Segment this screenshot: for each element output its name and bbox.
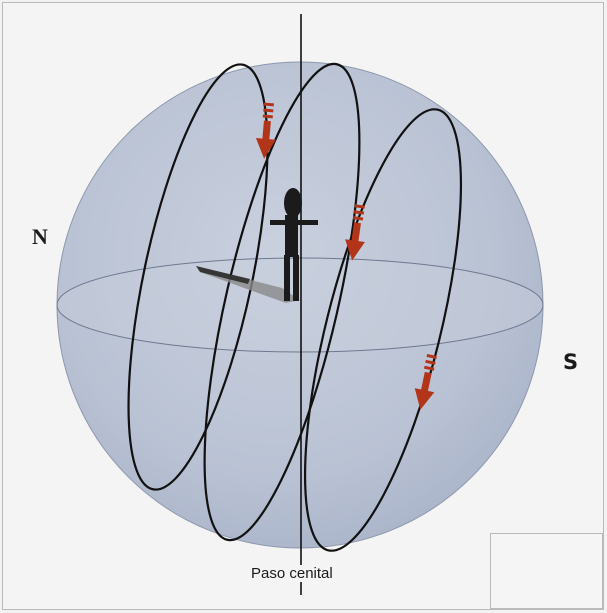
zenith-label: Paso cenital <box>250 565 334 582</box>
corner-panel <box>490 533 603 609</box>
north-label: N <box>32 224 48 250</box>
south-label: S <box>563 350 578 374</box>
horizon-plane <box>57 258 543 352</box>
